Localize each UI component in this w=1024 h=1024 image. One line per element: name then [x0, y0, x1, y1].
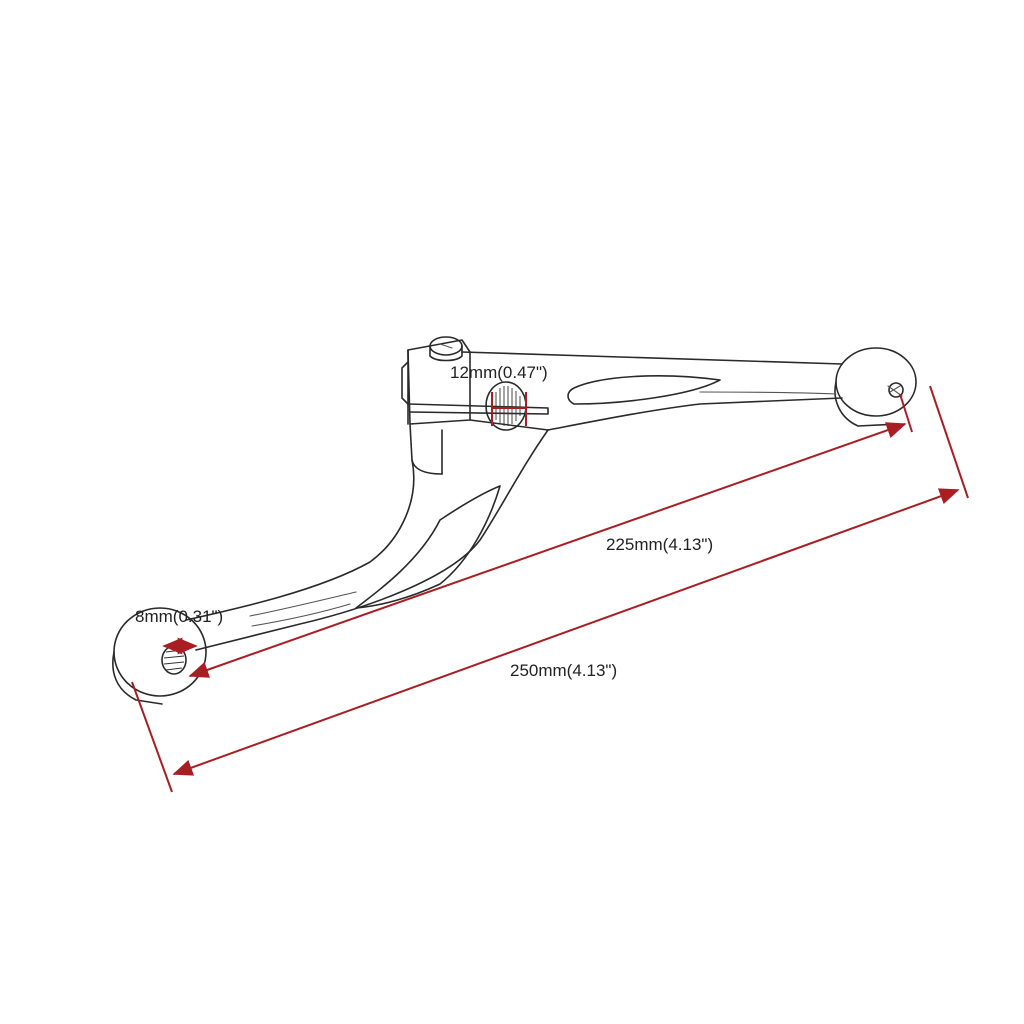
lower-arm-inner	[195, 429, 549, 651]
lower-arm-slot	[355, 485, 501, 609]
dim-225-ext-right	[899, 393, 913, 433]
lower-arm-outer	[185, 459, 415, 621]
label-spline-12mm: 12mm(0.47")	[450, 363, 548, 382]
upper-arm	[461, 351, 843, 365]
left-hole	[161, 645, 187, 675]
label-center-225mm: 225mm(4.13")	[606, 535, 713, 554]
right-hole	[888, 382, 904, 398]
dim-250-line	[172, 488, 960, 776]
shift-lever-part	[112, 336, 917, 705]
upper-arm-slot	[567, 375, 721, 405]
dim-250-ext-right	[929, 385, 969, 499]
label-hole-8mm: 8mm(0.31")	[135, 607, 223, 626]
label-overall-250mm: 250mm(4.13")	[510, 661, 617, 680]
left-boss-side	[112, 651, 163, 705]
dim-250-ext-left	[131, 681, 173, 793]
dimension-annotations: 12mm(0.47") 225mm(4.13") 8mm(0.31") 250m…	[131, 363, 969, 793]
